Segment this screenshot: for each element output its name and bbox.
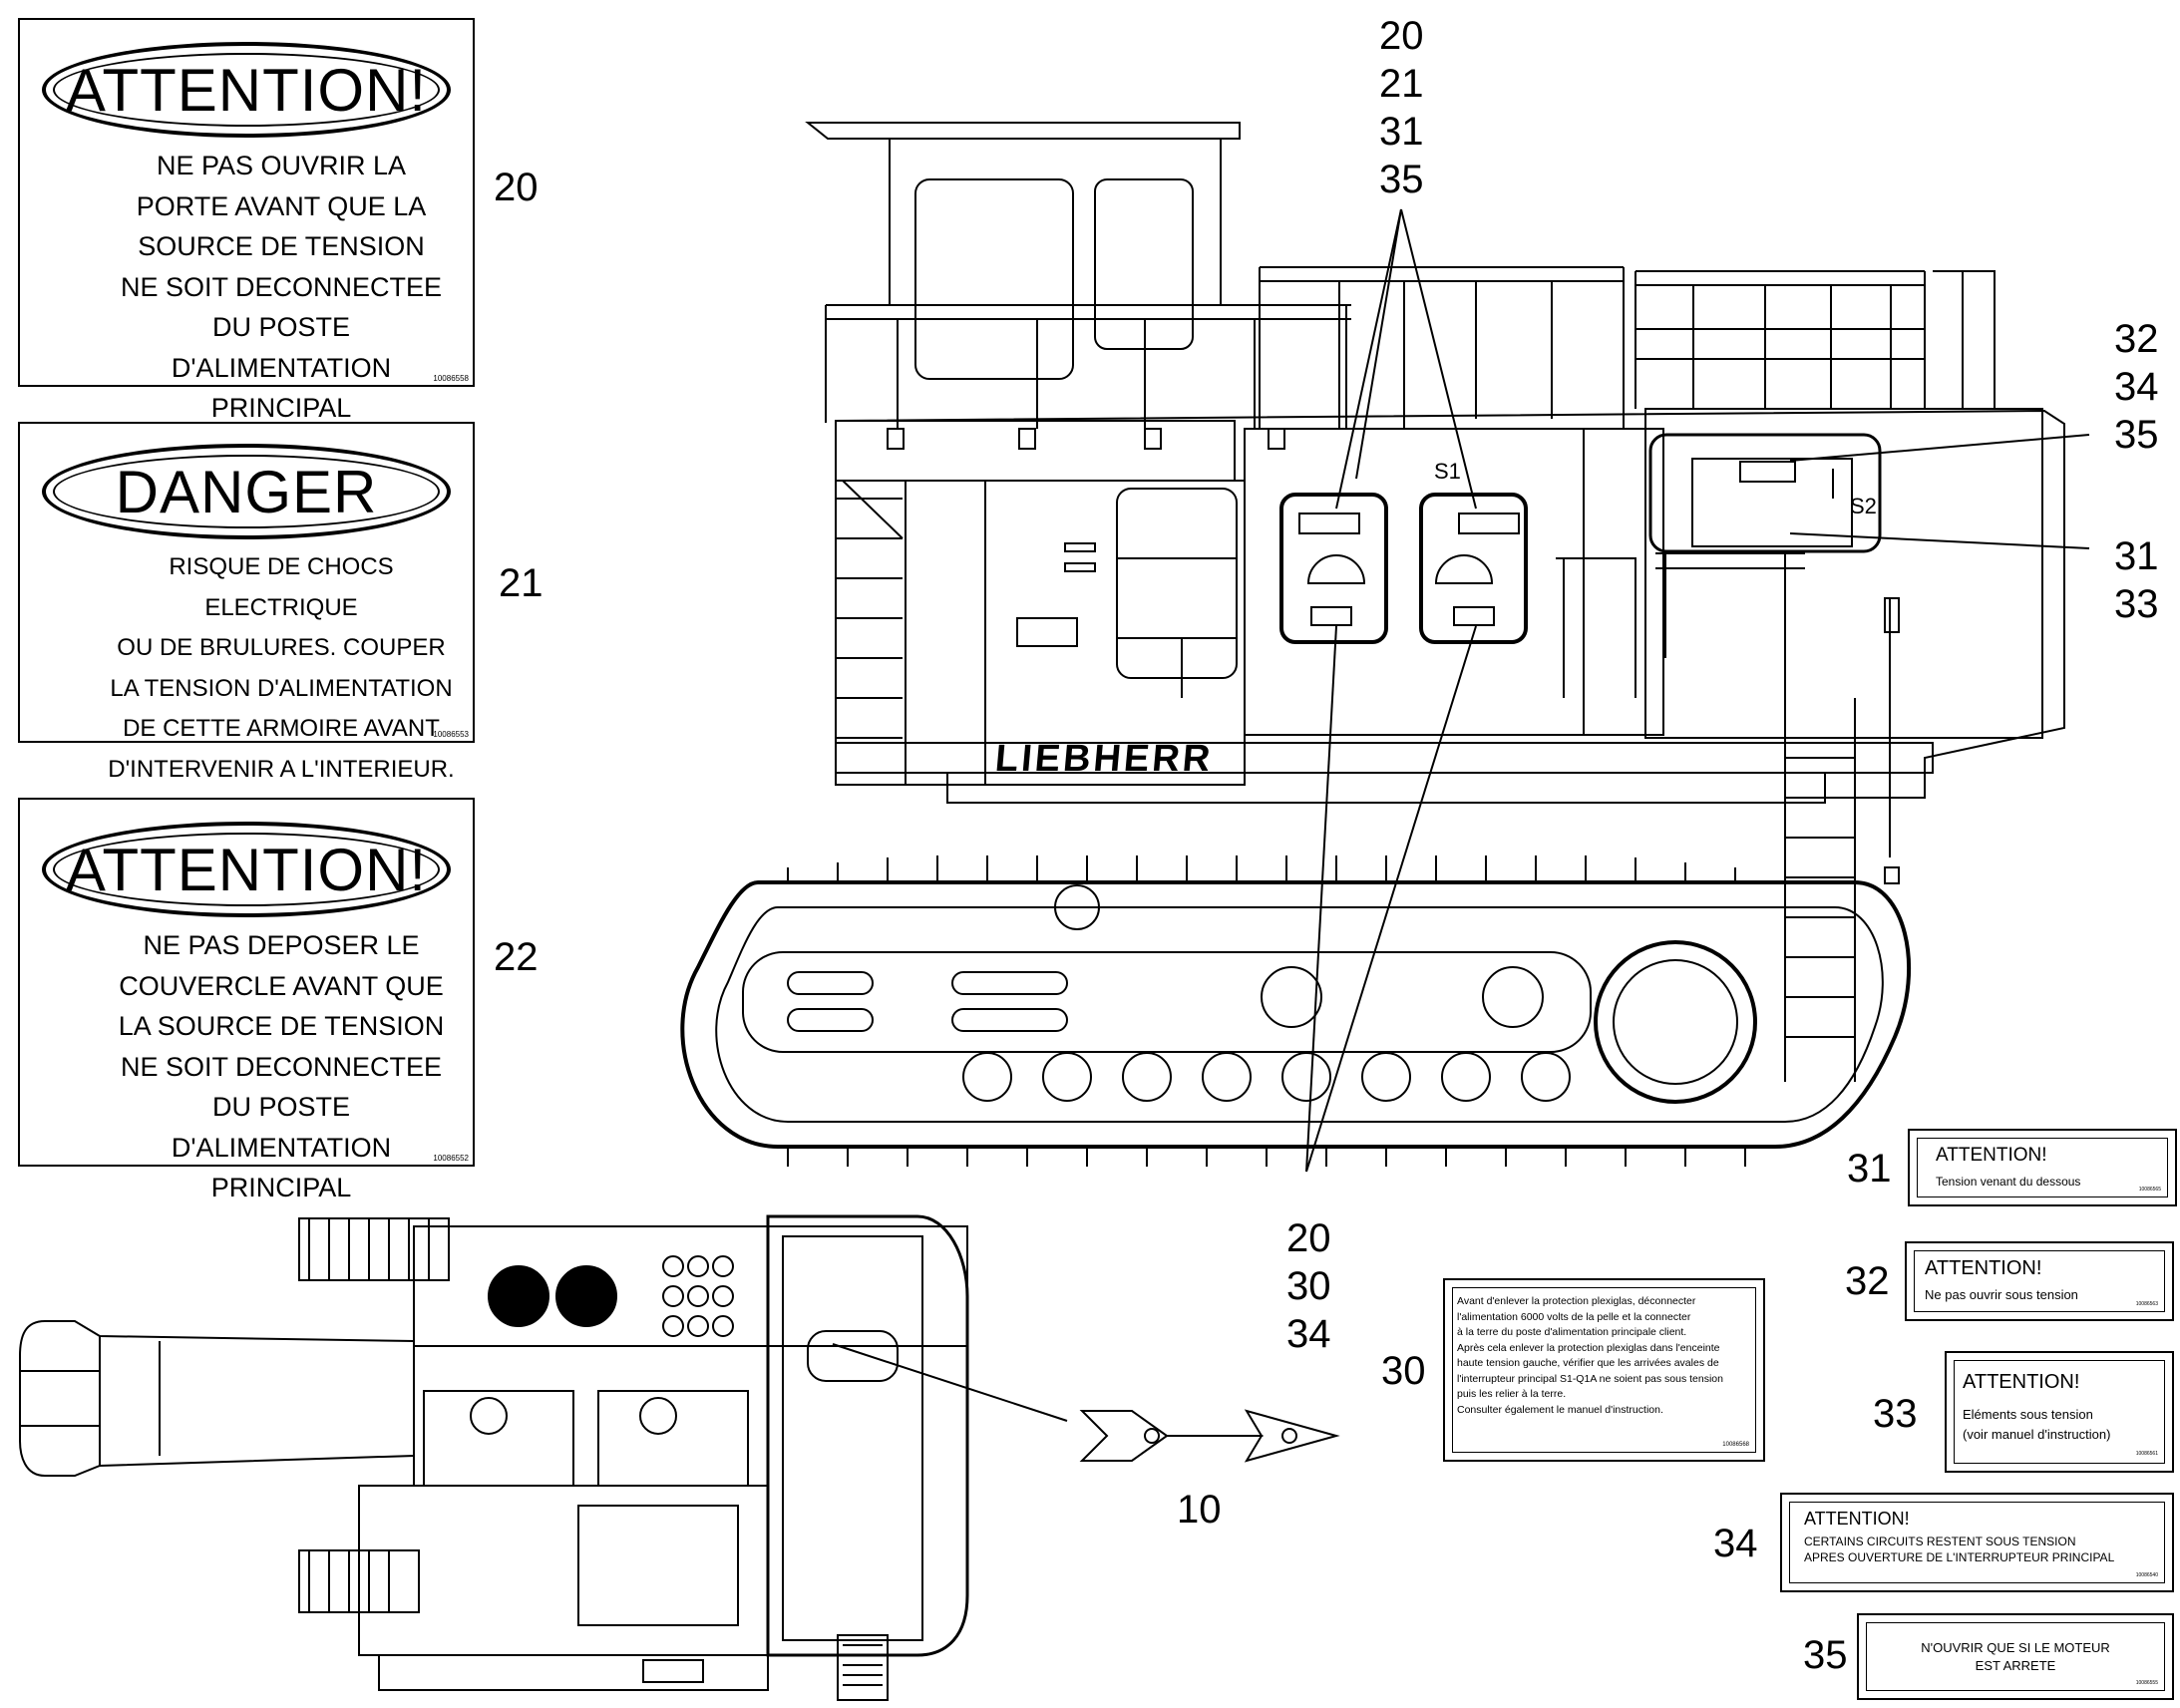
label-21-oval: DANGER xyxy=(42,444,451,539)
label-32-title: ATTENTION! xyxy=(1925,1257,2042,1279)
label-33-code: 10086561 xyxy=(2135,1451,2158,1457)
crawler-track xyxy=(680,855,1912,1167)
ref-31: 31 xyxy=(1847,1147,1892,1191)
ref-34: 34 xyxy=(1713,1522,1758,1565)
label-34-line-2: APRES OUVERTURE DE L'INTERRUPTEUR PRINCI… xyxy=(1804,1550,2115,1564)
label-20-code: 10086558 xyxy=(433,374,469,383)
label-22-title: ATTENTION! xyxy=(65,836,428,903)
label-31-code: 10086565 xyxy=(2138,1187,2161,1193)
label-33: ATTENTION! Eléments sous tension (voir m… xyxy=(1945,1351,2174,1473)
label-32-code: 10086563 xyxy=(2135,1301,2158,1307)
excavator-side-view xyxy=(805,122,2065,1082)
label-33-line-2: (voir manuel d'instruction) xyxy=(1963,1427,2111,1442)
label-22-oval: ATTENTION! xyxy=(42,822,451,917)
label-34: ATTENTION! CERTAINS CIRCUITS RESTENT SOU… xyxy=(1780,1493,2174,1592)
excavator-top-view xyxy=(19,1214,969,1701)
label-31-title: ATTENTION! xyxy=(1936,1145,2047,1166)
label-34-title: ATTENTION! xyxy=(1804,1509,1910,1529)
ref-32: 32 xyxy=(1845,1259,1890,1303)
label-34-line-1: CERTAINS CIRCUITS RESTENT SOUS TENSION xyxy=(1804,1535,2076,1548)
ref-33: 33 xyxy=(1873,1392,1918,1436)
label-34-code: 10086540 xyxy=(2135,1572,2158,1578)
callout-arrow-ref: 10 xyxy=(1177,1488,1222,1532)
label-33-line-1: Eléments sous tension xyxy=(1963,1407,2093,1422)
label-33-title: ATTENTION! xyxy=(1963,1371,2080,1393)
label-21-code: 10086553 xyxy=(433,730,469,739)
ref-30: 30 xyxy=(1381,1349,1426,1393)
label-30-code: 10086568 xyxy=(1722,1442,1749,1448)
label-31: ATTENTION! Tension venant du dessous 100… xyxy=(1908,1129,2177,1206)
label-21-title: DANGER xyxy=(115,458,378,525)
ref-35: 35 xyxy=(1803,1633,1848,1677)
label-30: Avant d'enlever la protection plexiglas,… xyxy=(1443,1278,1765,1462)
leader-lines xyxy=(832,208,2090,1422)
label-35-code: 10086555 xyxy=(2135,1680,2158,1686)
cabinet-s2-label: S2 xyxy=(1850,494,1877,518)
label-20-oval: ATTENTION! xyxy=(42,42,451,138)
label-30-text: Avant d'enlever la protection plexiglas,… xyxy=(1457,1295,1723,1416)
label-20-title: ATTENTION! xyxy=(65,56,428,124)
label-32-line: Ne pas ouvrir sous tension xyxy=(1925,1287,2078,1302)
label-22-code: 10086552 xyxy=(433,1154,469,1163)
ref-20: 20 xyxy=(494,166,539,209)
cabinet-s1-label: S1 xyxy=(1434,459,1461,484)
brand-logo: LIEBHERR xyxy=(993,738,1216,780)
ref-22: 22 xyxy=(494,935,539,979)
label-31-line: Tension venant du dessous xyxy=(1936,1175,2081,1189)
label-32: ATTENTION! Ne pas ouvrir sous tension 10… xyxy=(1905,1241,2174,1321)
direction-arrow xyxy=(1079,1409,1340,1463)
ref-21: 21 xyxy=(499,561,544,605)
